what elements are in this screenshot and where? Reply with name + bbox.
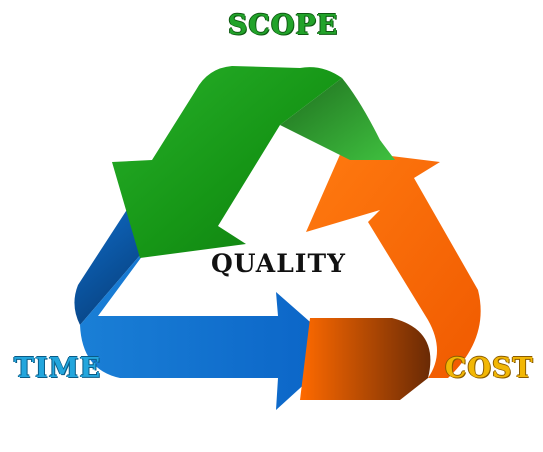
scope-arrow	[112, 66, 395, 258]
cost-arrow	[300, 150, 481, 400]
cost-arrow-fold	[300, 318, 431, 400]
cost-label: COST	[445, 353, 534, 384]
scope-label: SCOPE	[228, 10, 339, 41]
time-label: TIME	[14, 353, 102, 384]
cost-arrow-body	[306, 150, 481, 378]
scope-arrow-fold	[280, 78, 395, 160]
quality-label: QUALITY	[211, 249, 346, 278]
time-arrow-body	[80, 232, 342, 410]
scope-arrow-body	[112, 66, 342, 258]
